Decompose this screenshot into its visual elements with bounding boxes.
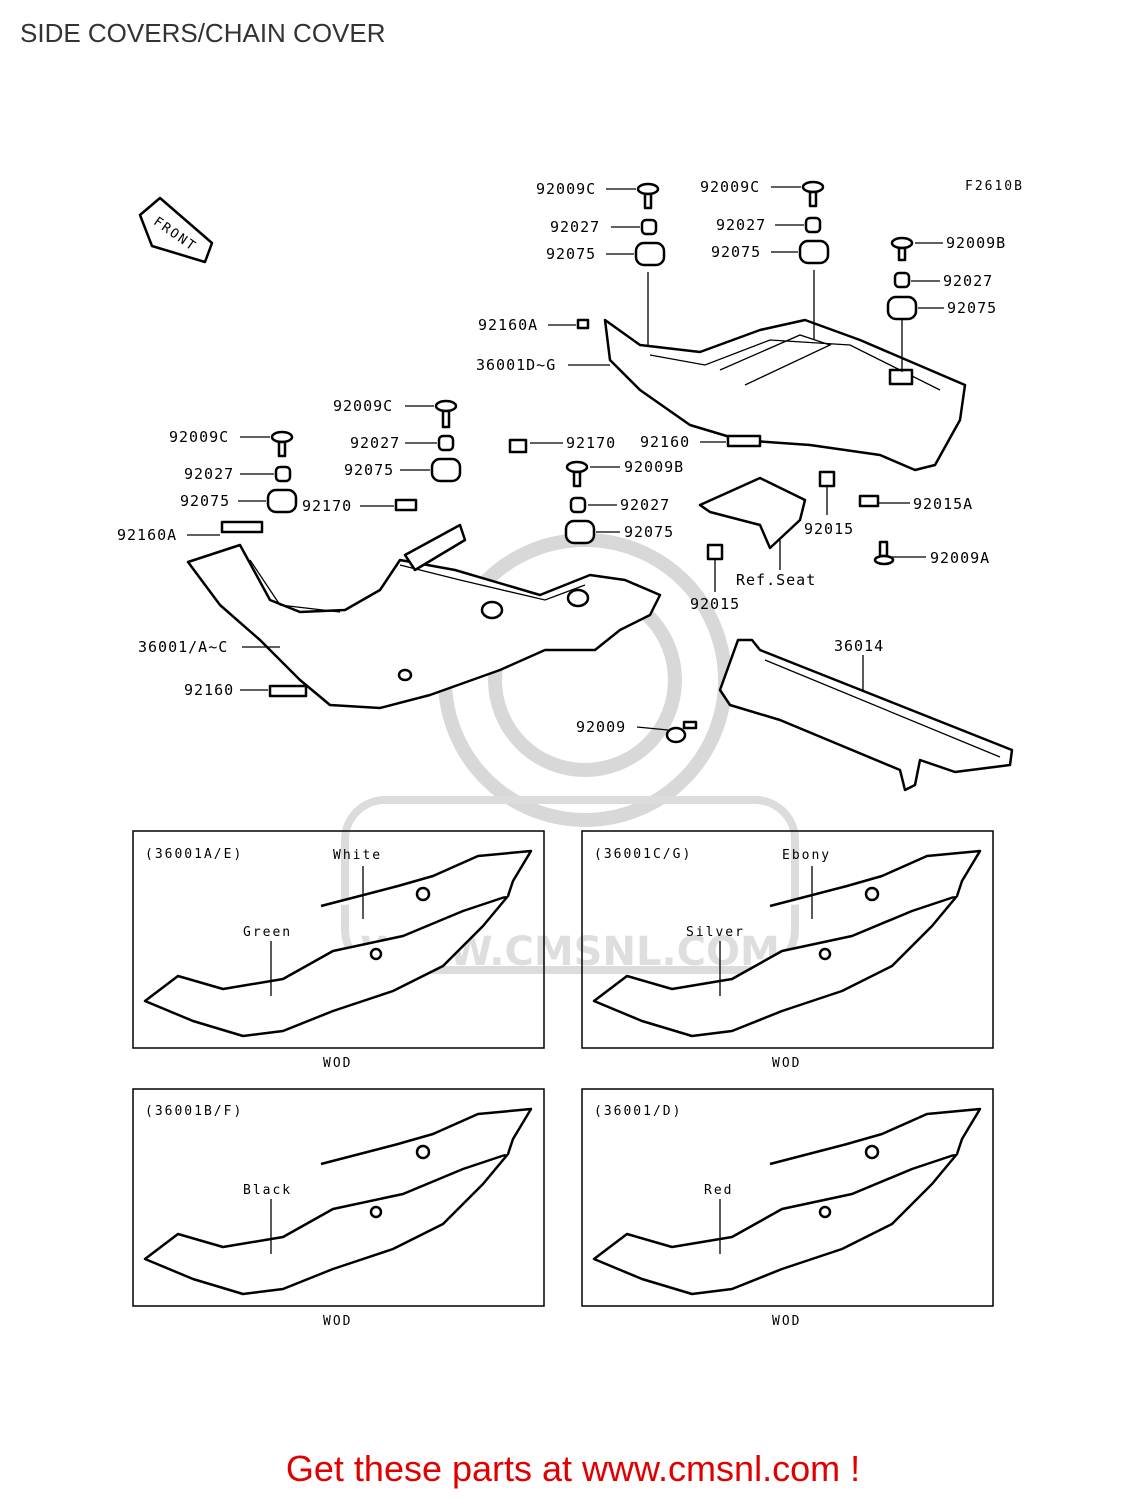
panel-note: WOD (772, 1314, 801, 1329)
part-label: 92170 (302, 497, 352, 515)
part-label: 92027 (943, 272, 993, 290)
bolt-icon (270, 430, 294, 458)
part-label: 92075 (546, 245, 596, 263)
part-label: 92027 (620, 496, 670, 514)
part-label: 92027 (550, 218, 600, 236)
panel-code: (36001A/E) (145, 847, 243, 862)
panel-code: (36001B/F) (145, 1104, 243, 1119)
part-label: 92027 (716, 216, 766, 234)
hardware (220, 180, 918, 744)
part-label: 92009C (169, 428, 229, 446)
variant-panel: (36001C/G) Ebony Silver WOD (581, 830, 994, 1071)
bolt-icon (565, 460, 589, 488)
part-label: 36014 (834, 637, 884, 655)
part-label: 92009A (930, 549, 990, 567)
part-label: 92009B (624, 458, 684, 476)
rear-upper-cover (603, 318, 967, 472)
panel-code: (36001/D) (594, 1104, 682, 1119)
part-label: 92009 (576, 718, 626, 736)
part-label: 92009C (333, 397, 393, 415)
panel-code: (36001C/G) (594, 847, 692, 862)
bolt-icon (873, 540, 895, 566)
bolt-icon (434, 399, 458, 429)
part-label: 92160 (640, 433, 690, 451)
part-label: 36001/A~C (138, 638, 228, 656)
figure-code: F2610B (965, 179, 1024, 194)
footer-link[interactable]: Get these parts at www.cmsnl.com ! (285, 1448, 861, 1489)
bolt-icon (636, 182, 660, 210)
lower-color-label: Black (243, 1183, 292, 1198)
part-label: 92170 (566, 434, 616, 452)
part-label: 92075 (947, 299, 997, 317)
part-label: 92015 (804, 520, 854, 538)
part-label: 92009B (946, 234, 1006, 252)
part-label: Ref.Seat (736, 571, 816, 589)
part-label: 92160 (184, 681, 234, 699)
part-label: 92015A (913, 495, 973, 513)
part-label: 92075 (180, 492, 230, 510)
lower-color-label: Silver (686, 925, 745, 940)
side-cover-main (186, 523, 662, 710)
variant-panel: (36001/D) Red WOD (581, 1088, 994, 1329)
part-label: 92027 (184, 465, 234, 483)
panel-note: WOD (772, 1056, 801, 1071)
part-label: 92075 (711, 243, 761, 261)
parts-diagram: WWW.CMSNL.COM FRONT F2610B (117, 178, 1024, 1329)
part-label: 92009C (536, 180, 596, 198)
lower-color-label: Red (704, 1183, 733, 1198)
part-label: 92015 (690, 595, 740, 613)
part-label: 92160A (117, 526, 177, 544)
variant-panel: (36001B/F) Black WOD (132, 1088, 545, 1329)
part-label: 92075 (624, 523, 674, 541)
leader-lines (187, 186, 944, 731)
lower-color-label: Green (243, 925, 292, 940)
part-label: 92075 (344, 461, 394, 479)
panel-note: WOD (323, 1056, 352, 1071)
page-title: SIDE COVERS/CHAIN COVER (20, 18, 386, 48)
part-label: 92027 (350, 434, 400, 452)
bolt-icon (801, 180, 825, 208)
variant-panel: (36001A/E) White Green WOD (132, 830, 545, 1071)
part-label: 92160A (478, 316, 538, 334)
part-label: 36001D~G (476, 356, 556, 374)
front-arrow-icon: FRONT (138, 196, 214, 264)
chain-cover (718, 638, 1014, 792)
part-label: 92009C (700, 178, 760, 196)
seat-reference (698, 476, 807, 550)
bolt-icon (890, 236, 914, 262)
upper-color-label: Ebony (782, 848, 831, 863)
upper-color-label: White (333, 848, 382, 863)
panel-note: WOD (323, 1314, 352, 1329)
bolt-icon (665, 720, 698, 744)
